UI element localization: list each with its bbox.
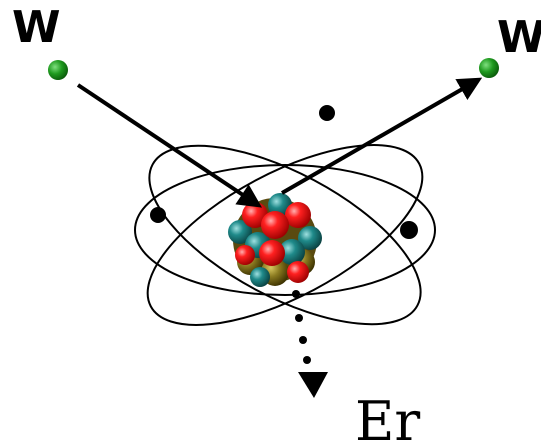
recoil-arrowhead: [298, 372, 328, 398]
outgoing-arrow: [281, 77, 483, 195]
recoil-energy-label: Er: [355, 390, 420, 446]
orbit-ellipse: [148, 144, 422, 326]
nucleus: [228, 193, 322, 287]
electron: [400, 221, 418, 239]
incoming-arrow: [76, 83, 262, 208]
orbit-ellipse: [146, 144, 424, 326]
recoil-path: [292, 290, 328, 398]
outgoing-particle-label: W: [497, 12, 541, 63]
orbit-ellipse: [134, 164, 436, 296]
incoming-particle-label: W: [12, 2, 61, 53]
electron-orbits: [134, 144, 436, 326]
electron: [319, 105, 335, 121]
outgoing-particle: [479, 58, 499, 78]
incoming-particle: [48, 60, 68, 80]
electrons: [150, 105, 418, 239]
electron: [150, 207, 166, 223]
